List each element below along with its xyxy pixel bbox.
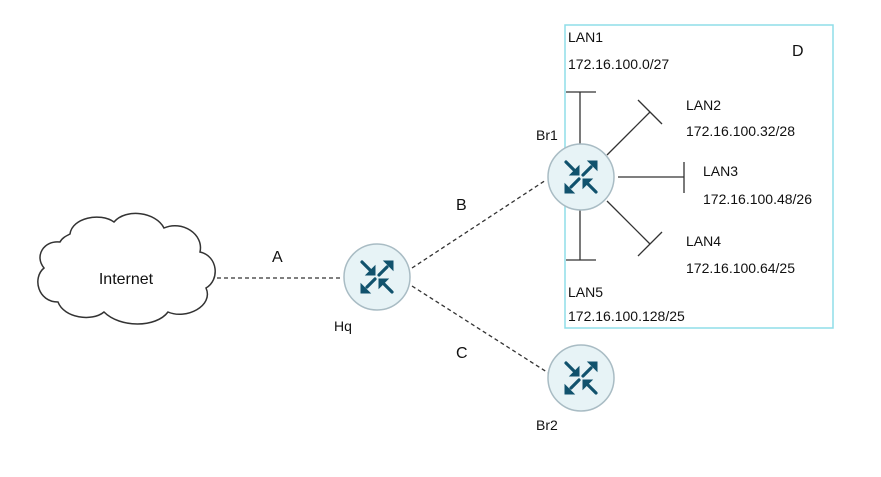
link-a-label: A bbox=[272, 249, 283, 266]
lan-branches bbox=[566, 91, 685, 261]
router-hq-body bbox=[343, 243, 411, 311]
router-br1[interactable] bbox=[547, 143, 615, 211]
link-b-line bbox=[411, 179, 547, 269]
router-br1-body bbox=[547, 143, 615, 211]
lan3-subnet: 172.16.100.48/26 bbox=[703, 191, 812, 207]
lan4-name: LAN4 bbox=[686, 233, 721, 249]
zone-d-label: D bbox=[792, 43, 804, 60]
internet-label: Internet bbox=[99, 271, 154, 288]
router-br2-body bbox=[547, 344, 615, 412]
lan2-name: LAN2 bbox=[686, 97, 721, 113]
lan5-name: LAN5 bbox=[568, 284, 603, 300]
router-hq[interactable] bbox=[343, 243, 411, 311]
lan2-subnet: 172.16.100.32/28 bbox=[686, 123, 795, 139]
lan1-name: LAN1 bbox=[568, 29, 603, 45]
lan3-name: LAN3 bbox=[703, 163, 738, 179]
lan4-subnet: 172.16.100.64/25 bbox=[686, 260, 795, 276]
link-b-label: B bbox=[456, 197, 467, 214]
link-c-line bbox=[411, 285, 551, 375]
internet-cloud: Internet bbox=[37, 212, 216, 325]
cloud-icon bbox=[37, 212, 216, 325]
link-c-label: C bbox=[456, 345, 468, 362]
router-hq-label: Hq bbox=[334, 318, 352, 334]
router-br2[interactable] bbox=[547, 344, 615, 412]
lan5-subnet: 172.16.100.128/25 bbox=[568, 308, 685, 324]
lan1-subnet: 172.16.100.0/27 bbox=[568, 56, 669, 72]
router-br1-label: Br1 bbox=[536, 127, 558, 143]
router-br2-label: Br2 bbox=[536, 417, 558, 433]
